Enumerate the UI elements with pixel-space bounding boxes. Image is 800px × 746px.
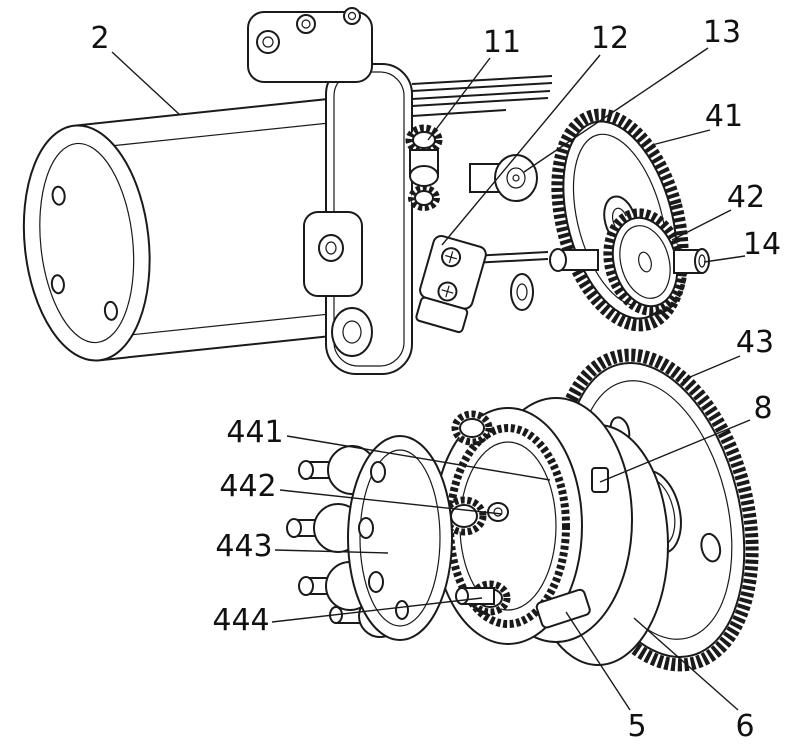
motor-body-highlight-top [111,121,337,147]
rod-1a [411,75,553,85]
motor-cap-hole-3 [103,300,118,321]
leader-43 [682,355,741,381]
label-12: 12 [591,21,629,56]
label-5: 5 [627,709,646,744]
leader-12 [441,54,601,246]
pin-8 [591,467,609,493]
leader-13 [523,47,709,173]
label-443: 443 [215,529,272,564]
pinion-hub-end [409,165,439,187]
leader-444 [271,597,483,623]
motor [22,97,360,362]
knob-face [494,154,538,202]
leader-41 [651,129,711,146]
label-43: 43 [736,325,774,360]
bracket-bolt-3-hole [347,11,357,21]
bracket-bolt-2 [296,14,316,34]
label-42: 42 [727,180,765,215]
flange-hole-2 [358,517,374,539]
carrier-pin-2-cap [286,518,302,538]
screw-1-slot-v [448,251,454,264]
gear-42 [603,208,687,316]
leader-11 [427,57,491,141]
leader-14 [703,255,746,263]
planet-1-face [459,418,485,438]
bolt-head-detail [698,254,706,268]
leader-442 [279,489,503,515]
label-6: 6 [735,709,754,744]
gearbox-housing [247,7,413,375]
flange-hole-3 [368,571,384,593]
motor-cap-hole-2 [50,274,65,295]
flange-plate-inner [359,449,441,627]
drum-ring-gear-teeth [446,424,570,628]
rod-3 [411,109,507,117]
flange-hole-1 [370,461,386,483]
leader-5 [565,611,631,711]
housing-bottom-boss [331,307,373,357]
rod-2b [411,97,549,107]
carrier-pin-3-cap [298,576,314,596]
housing-bottom-boss-hole [342,320,362,344]
label-8: 8 [753,391,772,426]
top-mount-bracket [247,11,373,83]
bracket-lower-block [415,296,469,334]
mid-bracket-bolt-hole [325,241,337,255]
shaft-washer-hole [516,283,528,301]
motor-end-cap-step [39,142,135,344]
motor-end-cap [22,124,151,362]
motor-cap-hole-1 [51,185,66,206]
reference-labels: 2 11 12 13 41 42 14 43 8 441 442 443 444… [90,15,781,744]
pinion-face-top [412,131,436,149]
carrier-pin-1-cap [298,460,314,480]
leader-42 [671,209,732,241]
knob-center-hole [512,174,520,182]
label-444: 444 [212,603,269,638]
bolt-14 [673,248,710,274]
label-442: 442 [219,469,276,504]
label-41: 41 [705,99,743,134]
gear-shaft-stub [549,248,599,272]
mid-bracket-bolt [318,234,344,262]
leader-443 [274,549,389,554]
label-13: 13 [703,15,741,50]
bracket-bolt-1 [256,30,280,54]
label-2: 2 [90,21,109,56]
bracket-bolt-1-hole [262,36,274,48]
screw-2-slot-v [445,285,450,298]
leader-lines [111,47,751,711]
gear-43-web-hole-3 [700,532,722,563]
leader-2 [111,51,181,116]
drum-5 [433,397,633,645]
leader-8 [599,419,751,483]
bracket-bolt-2-hole [301,19,311,29]
planet-shaft-444-cap [455,587,469,605]
drum-lug [535,588,591,629]
pinion-gear-11 [405,124,443,211]
bracket-bolt-3 [343,7,361,25]
rod-2a [411,90,551,100]
knob-face-inner [506,167,526,189]
label-14: 14 [743,227,781,262]
shaft-washer [510,273,534,311]
label-441: 441 [226,415,283,450]
carrier-flange [286,435,495,641]
sun-gear-hole [493,507,503,517]
knob-13 [469,154,538,202]
leader-441 [286,435,551,481]
pin-body [591,467,609,493]
flange-hole-4 [395,600,409,620]
gear-42-rim [619,225,671,299]
rod-1b [411,82,553,92]
leader-6 [633,617,739,711]
stub-cap [549,248,567,272]
gear-41 [551,108,689,332]
sun-gear [487,502,509,522]
motor-body-highlight-bottom [131,310,357,336]
pinion-face-bottom [414,190,434,206]
gear-42-hub-hole [638,251,652,273]
label-11: 11 [483,25,521,60]
screw-bracket-12 [415,234,487,334]
